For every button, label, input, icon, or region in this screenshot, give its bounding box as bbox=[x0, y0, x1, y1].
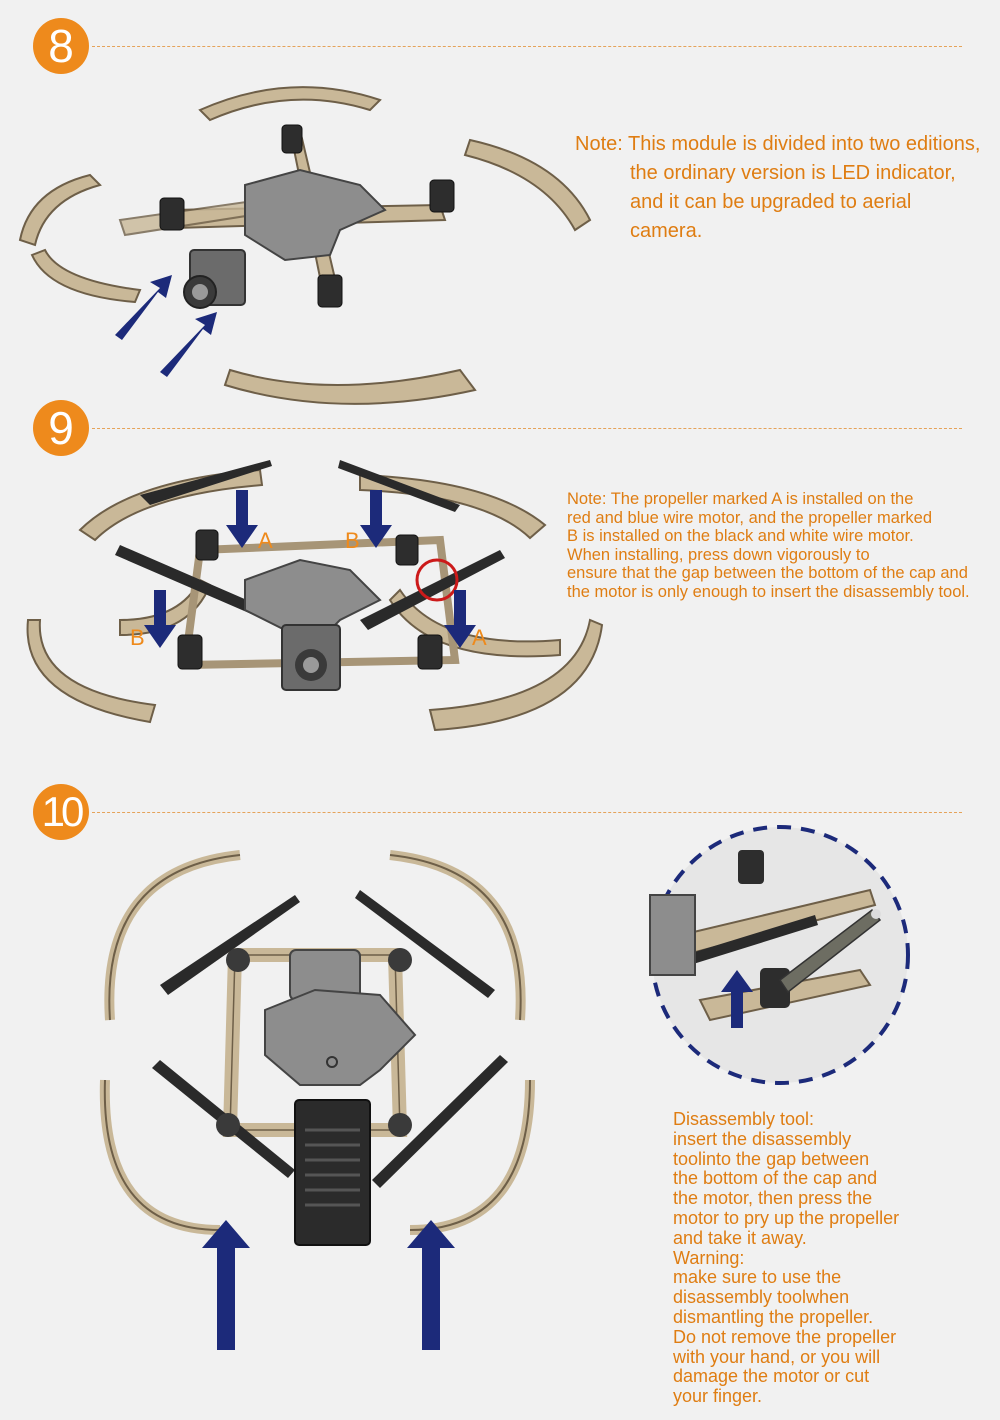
propeller-mark-b: B bbox=[345, 528, 360, 553]
arrow-up-icon bbox=[202, 1220, 455, 1350]
highlight-circle-icon bbox=[415, 558, 459, 602]
propeller-guard bbox=[30, 248, 142, 304]
note-line: dismantling the propeller. bbox=[673, 1306, 874, 1327]
step-number-badge: 10 bbox=[33, 784, 89, 840]
note-line: the ordinary version is LED indicator, bbox=[630, 162, 956, 184]
note-line: the motor, then press the bbox=[673, 1188, 873, 1209]
propeller-guard bbox=[388, 588, 561, 658]
propeller bbox=[152, 890, 508, 1188]
note-line: Note: The propeller marked A is installe… bbox=[567, 490, 914, 508]
drone-top-view-illustration bbox=[99, 850, 535, 1350]
propeller-guard bbox=[223, 368, 477, 405]
propeller-mark-a: A bbox=[258, 528, 273, 553]
arrow-up-icon bbox=[721, 970, 753, 1028]
propeller-mark-b: B bbox=[130, 625, 145, 650]
propeller-guard bbox=[198, 86, 382, 122]
note-line: and it can be upgraded to aerial bbox=[630, 191, 912, 213]
note-line: When installing, press down vigorously t… bbox=[567, 545, 870, 564]
note-line: the bottom of the cap and bbox=[673, 1168, 878, 1189]
drone-camera-illustration bbox=[18, 86, 592, 405]
note-line: damage the motor or cut bbox=[673, 1366, 870, 1387]
propeller-guard bbox=[78, 468, 264, 542]
step-10-note: Disassembly tool: insert the disassembly… bbox=[673, 1109, 903, 1407]
note-line: make sure to use the bbox=[673, 1267, 842, 1288]
note-line: and take it away. bbox=[673, 1227, 807, 1248]
propeller-guard bbox=[18, 173, 102, 247]
step-number-badge: 8 bbox=[33, 18, 89, 74]
step-9-note: Note: The propeller marked A is installe… bbox=[567, 490, 982, 601]
step-8-note: Note: This module is divided into two ed… bbox=[575, 130, 980, 246]
drone-body bbox=[244, 558, 382, 631]
step-number-badge: 9 bbox=[33, 400, 89, 456]
disassembly-detail-illustration bbox=[649, 825, 910, 1085]
note-line: camera. bbox=[630, 220, 703, 242]
note-line: toolinto the gap between bbox=[673, 1148, 870, 1169]
note-line: motor to pry up the propeller bbox=[673, 1207, 900, 1228]
propeller-mark-a: A bbox=[472, 625, 487, 650]
propeller-install-illustration: A B B A bbox=[26, 460, 604, 732]
propeller bbox=[115, 460, 505, 630]
propeller-guard bbox=[463, 138, 592, 232]
drone-body bbox=[244, 168, 387, 262]
battery bbox=[294, 1099, 371, 1246]
note-line: Warning: bbox=[673, 1247, 745, 1268]
arrow-up-icon bbox=[115, 275, 217, 377]
disassembly-tool-icon bbox=[778, 908, 882, 994]
note-line: Do not remove the propeller bbox=[673, 1326, 897, 1347]
propeller-guard bbox=[409, 1079, 535, 1235]
section-divider bbox=[92, 812, 962, 813]
section-divider bbox=[92, 428, 962, 429]
arrow-down-icon bbox=[144, 490, 476, 648]
note-line: Note: This module is divided into two ed… bbox=[575, 133, 981, 155]
section-divider bbox=[92, 46, 962, 47]
note-line: your finger. bbox=[673, 1386, 763, 1407]
note-line: with your hand, or you will bbox=[673, 1346, 881, 1367]
note-line: ensure that the gap between the bottom o… bbox=[567, 564, 968, 582]
propeller-guard bbox=[104, 850, 241, 1021]
note-line: insert the disassembly bbox=[673, 1128, 852, 1149]
propeller-guard bbox=[26, 619, 157, 724]
note-line: Disassembly tool: bbox=[673, 1109, 815, 1129]
note-line: the motor is only enough to insert the d… bbox=[567, 582, 970, 601]
note-line: red and blue wire motor, and the propell… bbox=[567, 508, 933, 527]
note-line: disassembly toolwhen bbox=[673, 1287, 850, 1308]
note-line: B is installed on the black and white wi… bbox=[567, 527, 914, 545]
propeller-guard bbox=[428, 618, 604, 732]
